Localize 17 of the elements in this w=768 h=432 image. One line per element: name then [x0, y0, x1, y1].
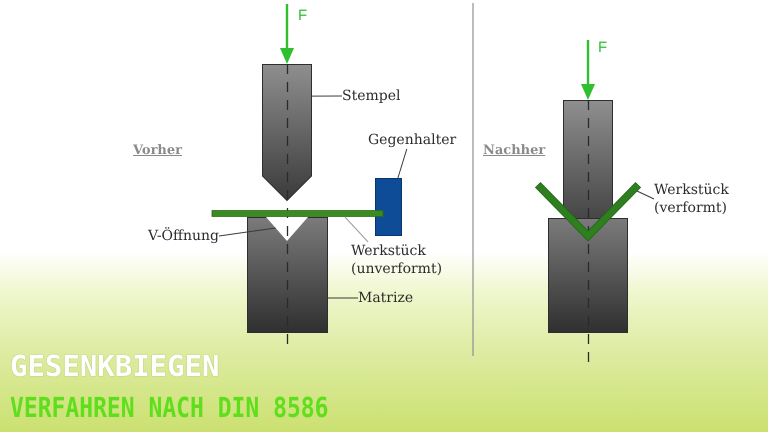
subtitle: VERFAHREN NACH DIN 8586 [10, 394, 328, 423]
section-heading: Nachher [483, 143, 546, 159]
part-label: Stempel [342, 87, 401, 105]
leader-line [397, 148, 408, 178]
leader-line [312, 96, 342, 97]
part-label: Werkstück (unverformt) [351, 242, 444, 278]
force-label: F [598, 39, 608, 56]
part-label: Gegenhalter [368, 131, 456, 149]
leader-line [636, 190, 654, 200]
section-heading: Vorher [133, 143, 182, 159]
leader-line [344, 216, 369, 242]
part-label: Matrize [358, 289, 414, 307]
force-label: F [298, 7, 308, 24]
part-label: V-Öffnung [148, 227, 219, 245]
leader-line [218, 228, 276, 236]
title: GESENKBIEGEN [10, 350, 220, 382]
part-label: Werkstück (verformt) [654, 181, 730, 217]
